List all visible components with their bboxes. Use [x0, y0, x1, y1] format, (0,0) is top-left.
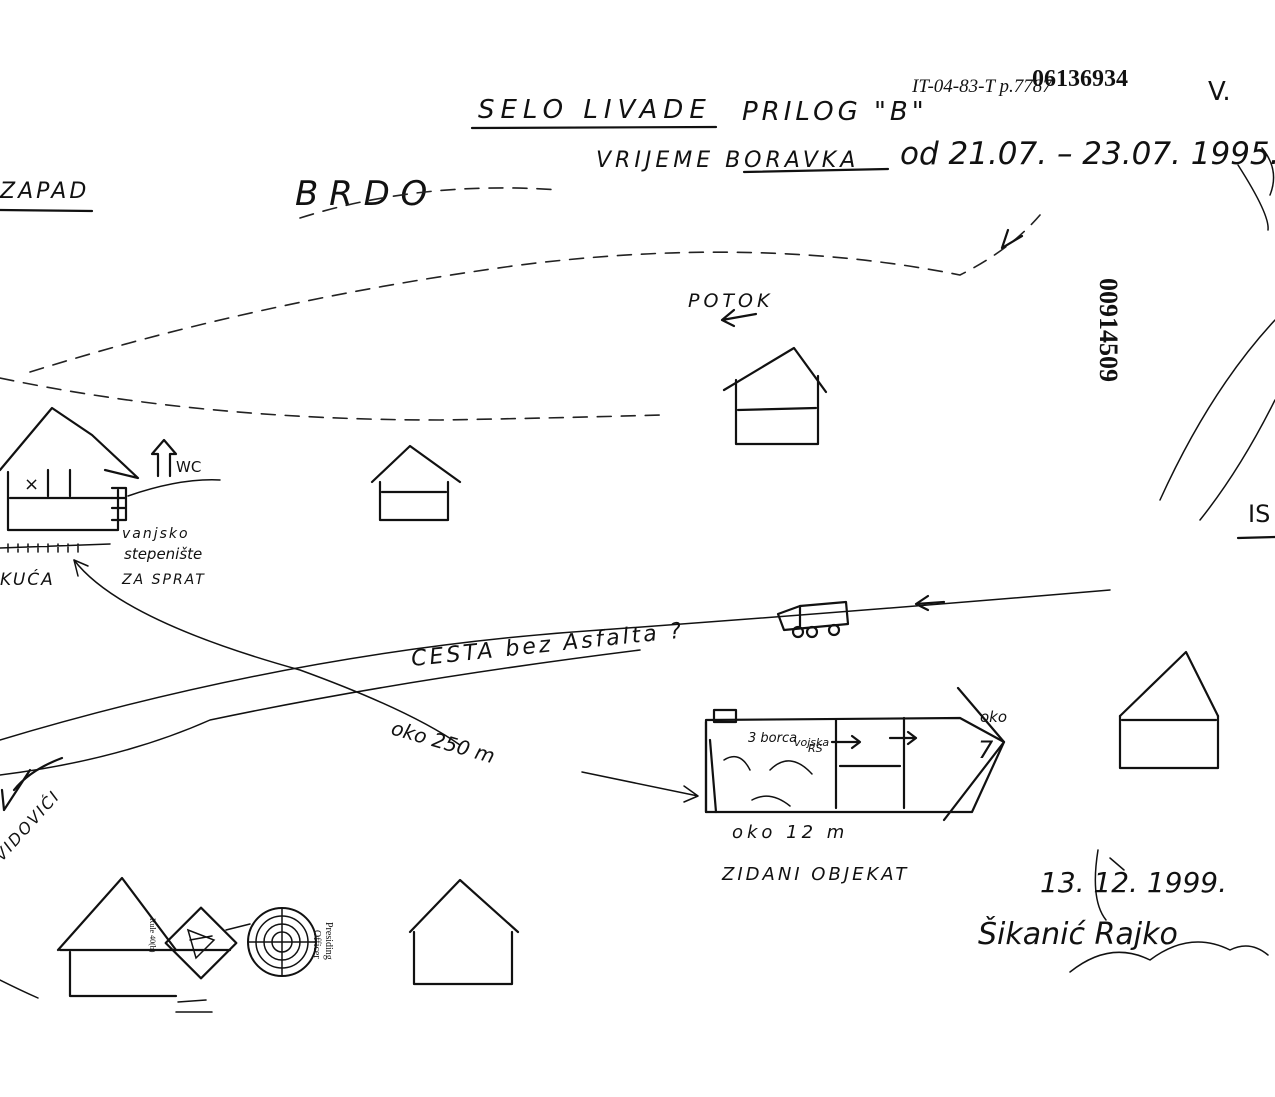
doc-id: IT-04-83-T p.7787 [911, 76, 1053, 97]
stairs-label-3: ZA SPRAT [121, 572, 206, 588]
wc-arrow [150, 438, 178, 478]
house-bottom-middle [408, 878, 520, 986]
stamp-line-1: Presiding [323, 922, 334, 960]
signature-flourish [1094, 849, 1125, 921]
east-label: IS [1248, 500, 1270, 528]
hill-line-dashed [299, 187, 561, 219]
svg-text:×: × [24, 474, 39, 495]
building-label: ZIDANI OBJEKAT [721, 864, 909, 885]
stairs-label-1: vanjsko [122, 526, 190, 542]
house-left: × [0, 406, 140, 553]
subtitle-dates: od 21.07. – 23.07. 1995. [900, 136, 1275, 172]
brick-building: 3 borca vojska RS 7 oko [704, 686, 1007, 822]
field-line [0, 377, 661, 421]
signature-name: Šikanić Rajko [978, 915, 1178, 952]
road-arrow [914, 594, 946, 612]
stream-direction-arrow [720, 308, 758, 328]
east-curve-3 [1199, 399, 1275, 521]
stream-line [29, 214, 1041, 373]
title-underline [470, 125, 718, 130]
stairs-label-2: stepenište [124, 545, 202, 563]
house-right [1118, 650, 1220, 770]
house-middle [370, 444, 462, 522]
west-label: ZAPAD [0, 179, 89, 204]
official-stamp: Presiding Officer Rule 40(b) [148, 906, 334, 980]
oko-label: oko [980, 708, 1007, 726]
south-west-arrow [0, 756, 64, 812]
inner-label-2: vojska [794, 736, 829, 749]
house-upper-right [722, 346, 828, 446]
seven-label: 7 [978, 736, 994, 764]
title-right: PRILOG "B" [742, 97, 928, 127]
stamp-line-3: Rule 40(b) [148, 918, 157, 953]
number-stamp: 06136934 [1032, 66, 1128, 92]
east-curve-2 [1159, 319, 1275, 501]
inner-label-1: 3 borca [748, 731, 797, 746]
wc-label: WC [176, 458, 201, 476]
stamp-line-2: Officer [311, 930, 322, 959]
title-left: SELO LIVADE [478, 95, 712, 125]
village-south-label: VIDOVIĆI [0, 786, 64, 864]
house-bottom-left [56, 876, 232, 1013]
road-upper-edge [0, 589, 1111, 741]
corner-mark: V. [1208, 77, 1231, 107]
distance-arrow-head [73, 559, 89, 577]
east-underline [1236, 535, 1275, 540]
road-lower-edge [0, 649, 641, 776]
distance-label: oko 250 m [389, 716, 498, 768]
subtitle-underline [742, 167, 890, 174]
truck-icon [776, 600, 850, 639]
signature-scribble [1069, 941, 1269, 973]
inner-label-3: RS [808, 742, 823, 755]
pointer-line [581, 771, 699, 803]
west-underline [0, 208, 94, 213]
ground-line-left [127, 479, 221, 497]
distance-line [73, 559, 461, 746]
signature-date: 13. 12. 1999. [1040, 866, 1227, 899]
east-curve-1 [1237, 164, 1269, 231]
length-label: oko 12 m [732, 822, 848, 843]
house-label: KUĆA [0, 568, 55, 590]
east-curve-4 [1261, 147, 1275, 196]
stream-label: POTOK [688, 290, 773, 312]
scribble-bottom-left [0, 979, 39, 999]
subtitle-prefix: VRIJEME BORAVKA [596, 148, 859, 173]
road-label: CESTA bez Asfalta ? [410, 618, 685, 672]
vertical-number: 00914509 [1094, 278, 1123, 382]
stream-arrow [1000, 228, 1024, 250]
